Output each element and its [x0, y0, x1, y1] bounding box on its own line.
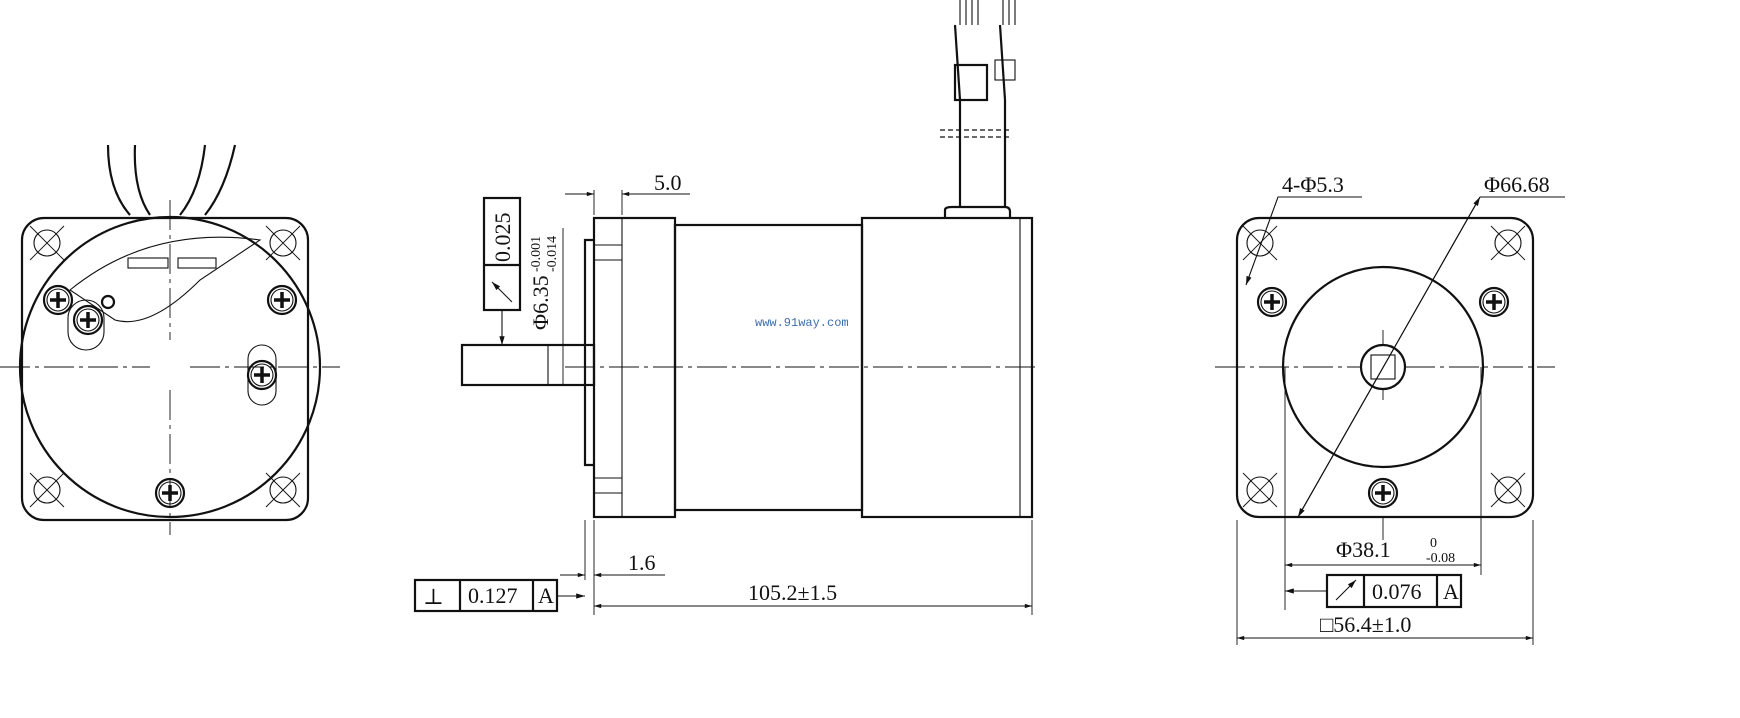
dim-bolt-circle: Φ66.68	[1484, 172, 1550, 197]
side-dimensions: 5.0 0.025 Φ6.35 -0.001 -0.014 1.6 ⊥ 0.12…	[413, 170, 1033, 615]
dim-mount-holes: 4-Φ5.3	[1282, 172, 1344, 197]
perp-value: 0.127	[468, 583, 518, 608]
runout-shaft-value: 0.025	[490, 213, 515, 263]
front-dimensions: 4-Φ5.3 Φ66.68 Φ38.1 0 -0.08 0.076 A □56.…	[1236, 172, 1565, 645]
rear-view	[0, 144, 340, 535]
pilot-tol-upper: 0	[1430, 536, 1437, 551]
side-view: www.91way.com	[460, 0, 1040, 519]
front-view	[1215, 216, 1555, 519]
perp-symbol: ⊥	[423, 584, 444, 609]
dim-pilot-height: 1.6	[628, 550, 656, 575]
dim-flange-square: □56.4±1.0	[1320, 612, 1411, 637]
watermark: www.91way.com	[755, 316, 849, 330]
dim-flange-thickness: 5.0	[654, 170, 682, 195]
runout-pilot-datum: A	[1443, 579, 1459, 604]
dim-shaft-diameter: Φ6.35	[528, 275, 553, 330]
perp-datum: A	[538, 583, 554, 608]
shaft-tol-lower: -0.014	[545, 236, 560, 272]
dim-body-length: 105.2±1.5	[748, 580, 837, 605]
runout-pilot-value: 0.076	[1372, 579, 1422, 604]
dim-pilot-diameter: Φ38.1	[1336, 537, 1391, 562]
pilot-tol-lower: -0.08	[1426, 551, 1455, 566]
shaft-tol-upper: -0.001	[529, 236, 544, 272]
